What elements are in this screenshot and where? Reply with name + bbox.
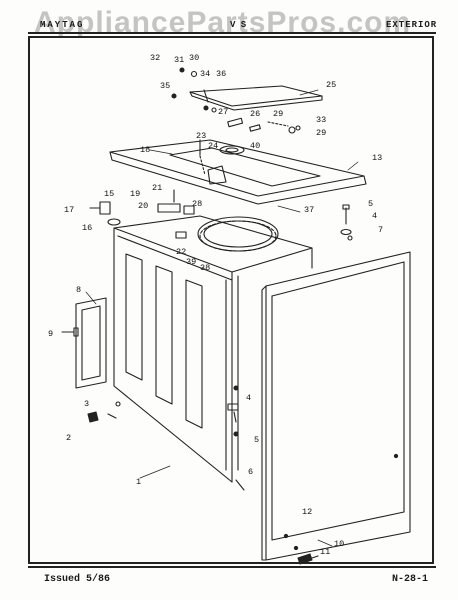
callout-40: 40 — [250, 141, 260, 151]
callout-23: 23 — [196, 131, 206, 141]
callout-35: 35 — [160, 81, 170, 91]
header-brand: MAYTAG — [40, 20, 85, 30]
callout-20: 20 — [138, 201, 148, 211]
lid-part[interactable] — [189, 85, 323, 111]
bottom-fasteners[interactable] — [87, 401, 319, 565]
access-panel-part[interactable] — [61, 297, 107, 389]
callout-5a: 5 — [368, 199, 373, 209]
callout-39: 39 — [186, 257, 196, 267]
callout-5b: 5 — [254, 435, 259, 445]
issued-date: Issued 5/86 — [44, 574, 111, 585]
callout-17: 17 — [64, 205, 74, 215]
callout-32: 32 — [150, 53, 160, 63]
callout-34: 34 — [200, 69, 210, 79]
callout-38: 38 — [200, 263, 210, 273]
callout-7: 7 — [378, 225, 383, 235]
callout-8: 8 — [76, 285, 81, 295]
callout-18: 18 — [140, 145, 150, 155]
callout-3: 3 — [84, 399, 89, 409]
callout-30: 30 — [189, 53, 199, 63]
callout-28: 28 — [192, 199, 202, 209]
callout-12: 12 — [302, 507, 312, 517]
callout-10: 10 — [334, 539, 344, 549]
tub-ring-part[interactable] — [197, 216, 279, 252]
side-screws[interactable] — [340, 204, 353, 241]
callout-9: 9 — [48, 329, 53, 339]
cover-hardware[interactable] — [89, 189, 195, 239]
leader-lines — [85, 89, 359, 547]
header-section: EXTERIOR — [386, 20, 438, 30]
callout-21: 21 — [152, 183, 162, 193]
callout-24: 24 — [208, 141, 218, 151]
hinge-hardware[interactable] — [171, 67, 301, 156]
callout-11: 11 — [320, 547, 330, 557]
callout-37: 37 — [304, 205, 314, 215]
footer-rule — [28, 566, 436, 568]
callout-6: 6 — [248, 467, 253, 477]
callout-4a: 4 — [372, 211, 377, 221]
callout-29a: 29 — [273, 109, 283, 119]
callout-15: 15 — [104, 189, 114, 199]
callout-16: 16 — [82, 223, 92, 233]
callout-19: 19 — [130, 189, 140, 199]
callout-26: 26 — [250, 109, 260, 119]
header-rule — [28, 32, 436, 34]
front-panel-part[interactable] — [261, 251, 411, 561]
callout-2: 2 — [66, 433, 71, 443]
callout-29b: 29 — [316, 128, 326, 138]
callout-13: 13 — [372, 153, 382, 163]
callout-36: 36 — [216, 69, 226, 79]
cabinet-body-part[interactable] — [113, 215, 313, 491]
callout-25: 25 — [326, 80, 336, 90]
top-cover-part[interactable] — [109, 139, 367, 205]
page-code: N-28-1 — [392, 574, 429, 585]
callout-27: 27 — [218, 107, 228, 117]
callout-4b: 4 — [246, 393, 251, 403]
callout-31: 31 — [174, 55, 184, 65]
header-model: V S — [230, 20, 247, 30]
callout-22: 22 — [176, 247, 186, 257]
callout-1: 1 — [136, 477, 141, 487]
diagram-frame — [28, 36, 434, 564]
callout-33: 33 — [316, 115, 326, 125]
